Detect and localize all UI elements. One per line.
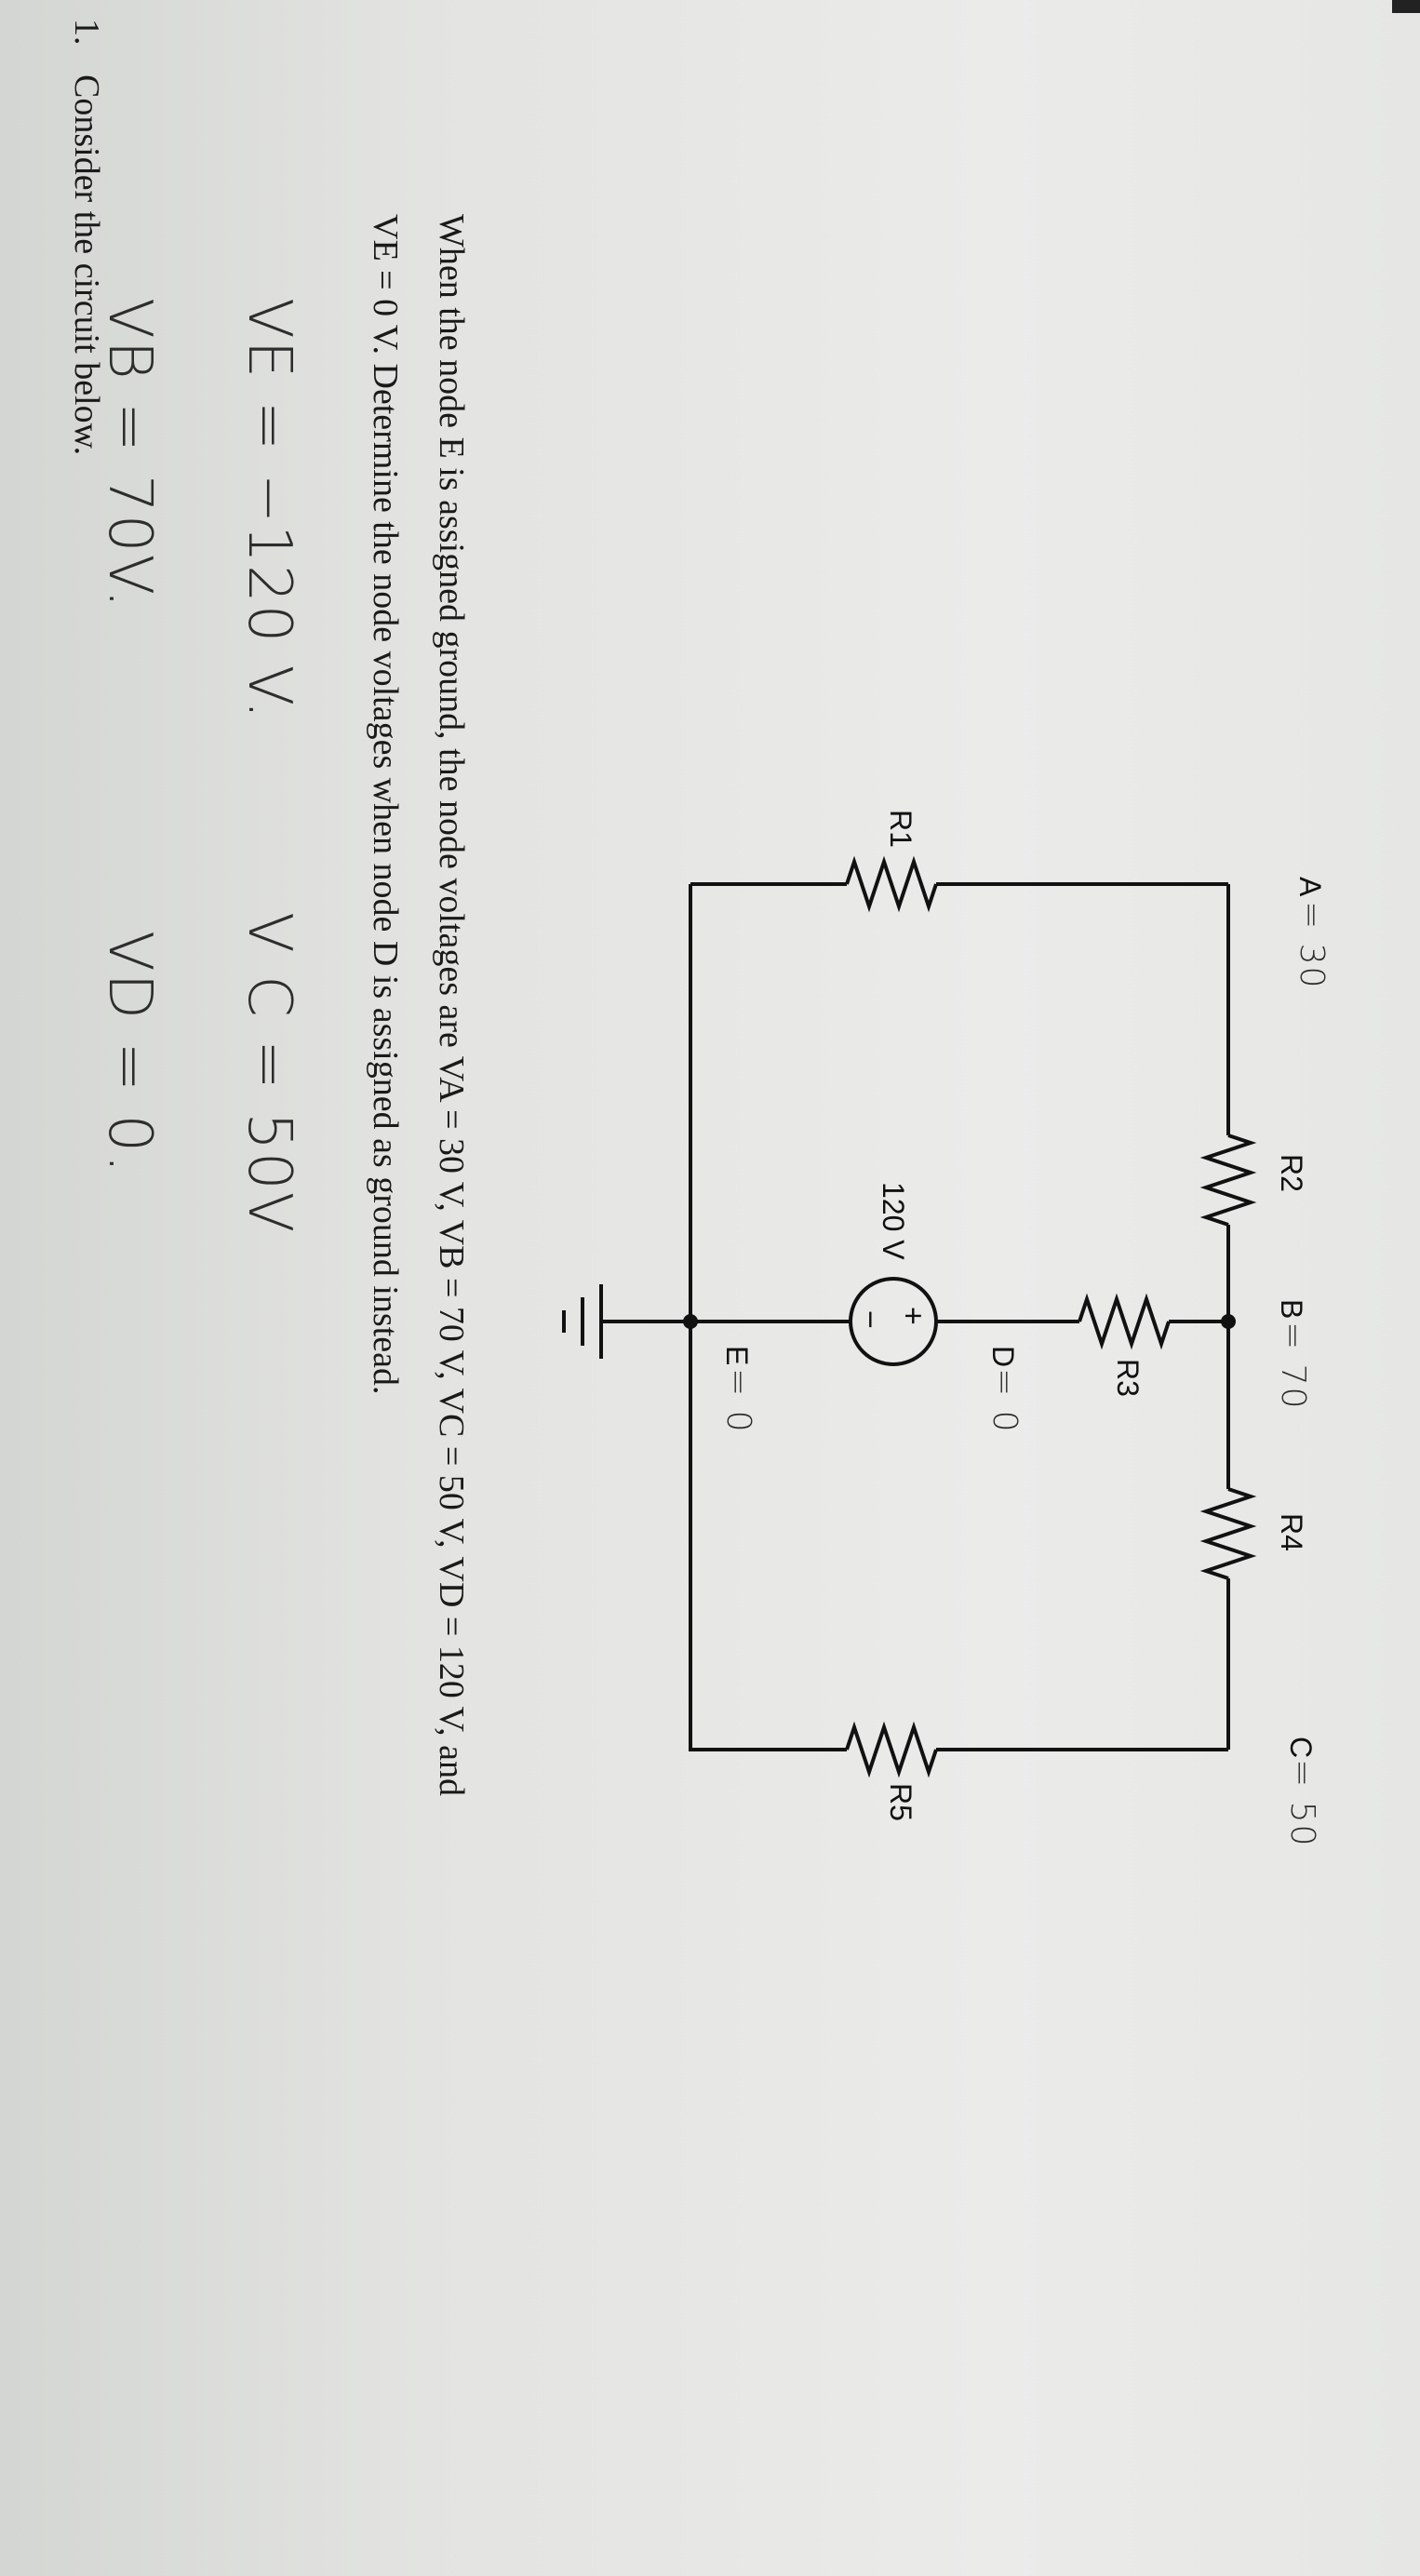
source-voltage-label: 120 V [877,1182,910,1260]
node-e-label: E [720,1346,754,1366]
node-b-label: B [1275,1299,1308,1320]
resistor-r5-label: R5 [884,1783,918,1821]
node-b-dot [1221,1314,1236,1329]
question-body-line2: VE = 0 V. Determine the node voltages wh… [366,214,405,1395]
resistor-r4 [1199,1487,1257,1580]
answer-ve: VE = −120 V. [234,298,303,721]
page-corner-shadow [1392,0,1420,13]
node-c-annotation: = 50 [1283,1759,1321,1848]
ground-symbol [562,1284,690,1359]
resistor-r1 [845,855,938,913]
resistor-r3-label: R3 [1111,1359,1145,1397]
node-b-annotation: = 70 [1274,1322,1312,1411]
answer-vc: V C = 50V [234,912,303,1235]
wire-right-bottom [689,884,847,1751]
resistor-r3 [1078,1293,1171,1350]
node-d-annotation: = 0 [985,1368,1024,1434]
resistor-r4-label: R4 [1275,1513,1308,1551]
node-a-label: A [1293,877,1327,897]
node-e-dot [683,1314,698,1329]
source-minus-sign: − [852,1310,888,1329]
node-d-label: D [986,1346,1020,1368]
node-a-annotation: = 30 [1293,901,1331,990]
source-plus-sign: + [895,1307,931,1325]
resistor-r2 [1199,1134,1257,1227]
node-c-label: C [1284,1737,1318,1759]
answer-vb: VB = 70V. [95,298,164,610]
answer-vd: VD = 0. [95,931,164,1175]
resistor-r2-label: R2 [1275,1154,1308,1192]
question-body-line1: When the node E is assigned ground, the … [432,214,471,1797]
node-e-annotation: = 0 [719,1368,757,1434]
resistor-r5 [845,1721,938,1778]
resistor-r1-label: R1 [884,810,918,848]
